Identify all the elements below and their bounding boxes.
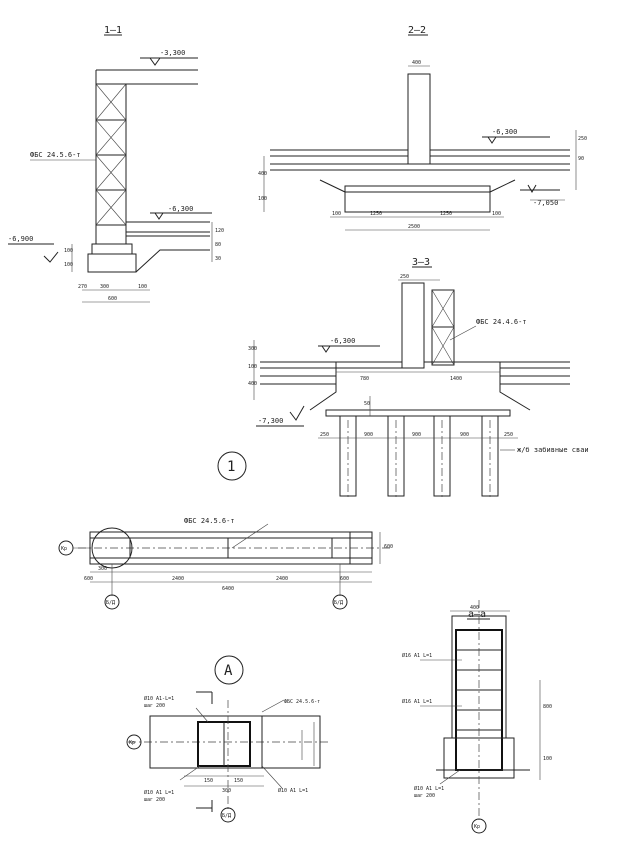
svg-text:300: 300 [222,788,231,794]
svg-text:100: 100 [64,248,73,254]
svg-text:шаг 200: шаг 200 [144,797,165,803]
svg-text:Б/Д: Б/Д [106,600,115,606]
svg-text:шаг 200: шаг 200 [414,793,435,799]
svg-text:90: 90 [578,156,584,162]
section-3-3-title: 3—3 [412,257,430,268]
svg-text:100: 100 [492,211,501,217]
svg-text:Б/Д: Б/Д [334,600,343,606]
level-mark-2: -6,300 [168,205,193,213]
svg-text:шаг 200: шаг 200 [144,703,165,709]
detail-a: Ø10 А1-L=1 шаг 200 ФБС 24.5.6-т Кр 150 1… [126,691,330,823]
svg-text:400: 400 [258,171,267,177]
section-a-a: a—a 400 Ø16 А1 L=1 Ø16 А1 L=1 Ø10 А1 L=1… [402,600,552,834]
svg-text:2500: 2500 [408,224,420,230]
svg-text:400: 400 [248,381,257,387]
svg-text:150: 150 [234,778,243,784]
plan-view: ФБС 24.5.6-т Кр 600 300 2400 2400 600 64… [58,517,393,610]
svg-text:Ø10 А1 L=1: Ø10 А1 L=1 [414,785,444,792]
svg-text:Кр: Кр [474,824,480,830]
svg-text:Ø10 А1 L=1: Ø10 А1 L=1 [144,789,174,796]
svg-text:1400: 1400 [450,376,462,382]
wall-blocks [95,83,127,245]
svg-text:100: 100 [64,262,73,268]
svg-text:900: 900 [364,432,373,438]
svg-text:600: 600 [340,576,349,582]
svg-text:2400: 2400 [172,576,184,582]
svg-text:600: 600 [384,544,393,550]
svg-text:6400: 6400 [222,586,234,592]
section-a-a-title: a—a [468,609,486,620]
svg-text:Ø16 А1 L=1: Ø16 А1 L=1 [402,698,432,705]
level-mark-1: -3,300 [160,49,185,57]
svg-text:Ø10 А1-L=1: Ø10 А1-L=1 [144,695,174,702]
svg-text:900: 900 [460,432,469,438]
svg-text:250: 250 [320,432,329,438]
svg-text:600: 600 [108,296,117,302]
svg-text:80: 80 [215,242,221,248]
svg-text:100: 100 [248,364,257,370]
svg-text:30: 30 [215,256,221,262]
section-1-1: 1—1 -3,300 ФБС 24.5.6-т [8,25,224,303]
svg-text:900: 900 [412,432,421,438]
svg-text:1: 1 [227,459,235,475]
svg-text:50: 50 [364,401,370,407]
piles-label: ж/б забивные сваи [517,446,589,454]
piles [339,415,499,497]
svg-text:300: 300 [248,346,257,352]
svg-text:1250: 1250 [370,211,382,217]
svg-text:Б/Д: Б/Д [222,813,231,819]
svg-text:A: A [224,663,233,679]
svg-text:100: 100 [138,284,147,290]
block-label-33: ФБС 24.4.6-т [476,318,527,326]
svg-text:2400: 2400 [276,576,288,582]
svg-text:800: 800 [543,704,552,710]
section-2-2: 2—2 400 -6,300 -7,050 400 100 250 90 100 [258,25,587,231]
svg-text:Кр: Кр [129,740,135,746]
section-2-2-title: 2—2 [408,25,426,36]
level-mark-22b: -7,050 [533,199,558,207]
level-mark-33: -6,300 [330,337,355,345]
svg-text:300: 300 [100,284,109,290]
block-label-1: ФБС 24.5.6-т [30,151,81,159]
svg-text:270: 270 [78,284,87,290]
svg-text:100: 100 [543,756,552,762]
svg-text:1250: 1250 [440,211,452,217]
section-1-1-title: 1—1 [104,25,122,36]
svg-text:ФБС 24.5.6-т: ФБС 24.5.6-т [284,699,320,705]
svg-text:150: 150 [204,778,213,784]
svg-text:600: 600 [84,576,93,582]
level-mark-3: -6,900 [8,235,33,243]
svg-text:Ø16 А1 L=1: Ø16 А1 L=1 [402,652,432,659]
svg-text:250: 250 [578,136,587,142]
level-mark-33b: -7,300 [258,417,283,425]
svg-text:120: 120 [215,228,224,234]
level-mark-22: -6,300 [492,128,517,136]
callout-1: 1 [217,451,247,481]
svg-text:250: 250 [504,432,513,438]
svg-text:100: 100 [258,196,267,202]
plan-block-label: ФБС 24.5.6-т [184,517,235,525]
svg-text:Кр: Кр [61,546,67,552]
svg-text:250: 250 [400,274,409,280]
svg-text:300: 300 [98,566,107,572]
svg-text:400: 400 [470,605,479,611]
svg-text:100: 100 [332,211,341,217]
svg-text:780: 780 [360,376,369,382]
section-3-3: 3—3 250 ФБС 24.4.6-т -6,300 780 1400 [248,257,589,500]
svg-text:400: 400 [412,60,421,66]
callout-a: A [214,655,244,685]
svg-text:Ø10 А1 L=1: Ø10 А1 L=1 [278,787,308,794]
